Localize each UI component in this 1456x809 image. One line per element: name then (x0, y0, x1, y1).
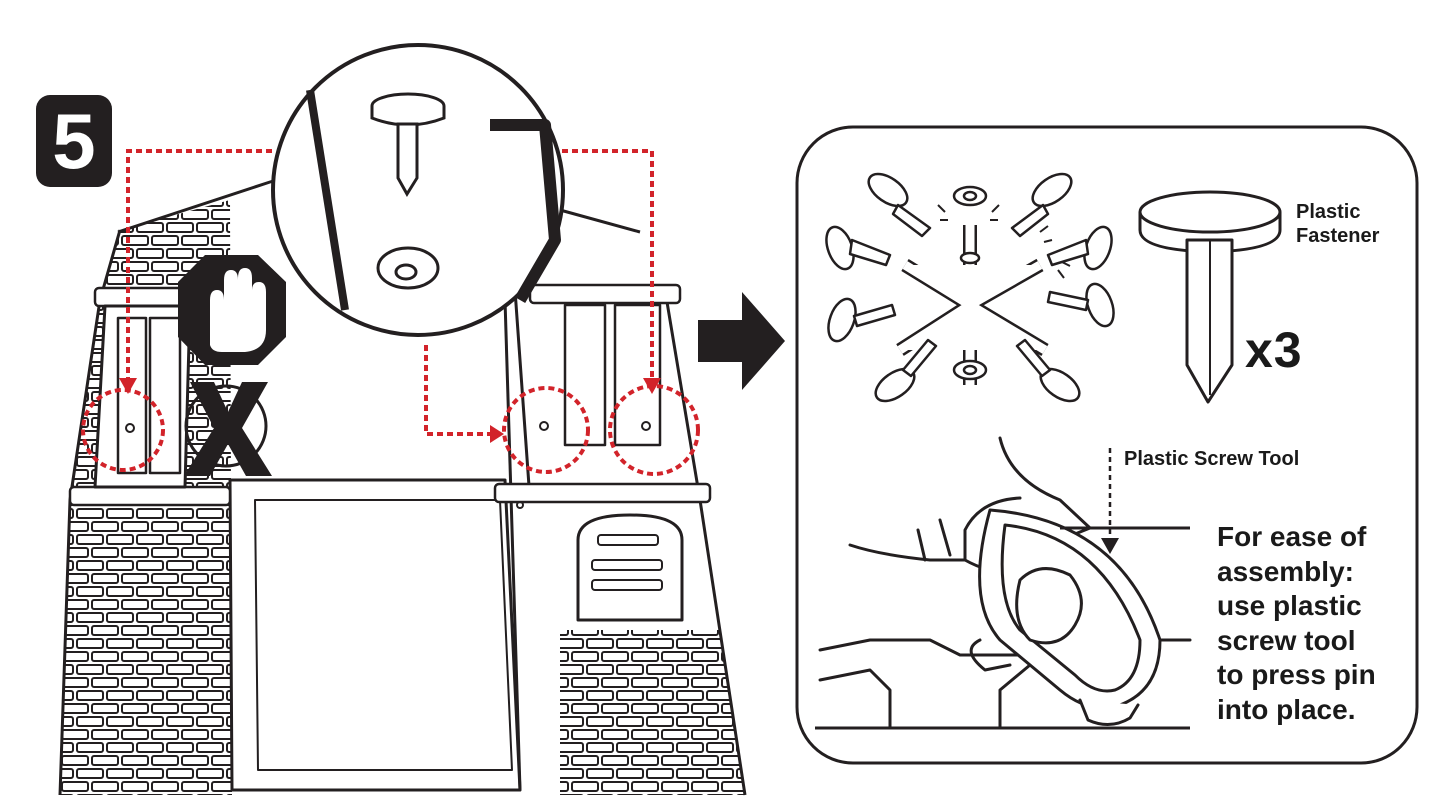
pin-hole-closeup (376, 246, 440, 290)
right-wall-edge (698, 499, 747, 796)
magnifier-callout (271, 43, 565, 337)
bottom-rail-right (493, 482, 712, 504)
sprue-pin (1046, 282, 1115, 328)
sprue-pin (1010, 172, 1073, 238)
instruction-line: to press pin (1217, 659, 1376, 690)
door-panel (228, 478, 522, 792)
mailbox (576, 513, 684, 622)
sprue-pin (874, 338, 938, 403)
sprue-pin (1015, 338, 1081, 403)
hand-with-screw-tool (818, 436, 1192, 730)
plastic-fastener (1138, 190, 1282, 404)
sprue-pin (1046, 225, 1113, 271)
fastener-pin-closeup (370, 92, 446, 197)
right-arrow-icon (698, 292, 785, 390)
sprue-pin (867, 172, 932, 238)
sprue-pin (825, 225, 892, 271)
left-wall-edge (58, 229, 122, 796)
fastener-sprue (825, 172, 1115, 403)
instruction-line: assembly: (1217, 555, 1354, 587)
target-circle-right (608, 384, 700, 476)
bottom-rail-left (68, 485, 232, 507)
right-window-frame (513, 288, 702, 502)
screw-tool-label: Plastic Screw Tool (1124, 448, 1300, 470)
instruction-line: For ease of (1217, 521, 1367, 552)
instruction-line: screw tool (1217, 624, 1356, 656)
stop-hand-icon (178, 255, 286, 365)
left-window-frame (93, 304, 192, 489)
top-rail-right (528, 283, 682, 305)
instruction-line: into place. (1217, 693, 1356, 725)
quantity-label: x3 (1245, 322, 1303, 378)
target-circle-left (81, 388, 165, 472)
sprue-pin (827, 297, 897, 343)
snap-off-marks (937, 204, 1071, 279)
x-mark-icon (184, 382, 272, 476)
target-circle-middle (502, 386, 590, 474)
fastener-label-line1: Plastic (1296, 201, 1361, 223)
step-number-badge: 5 (36, 95, 112, 187)
fastener-label-line2: Fastener (1296, 225, 1380, 247)
placement-guides (81, 149, 700, 476)
fastener-label: Plastic Fastener (1296, 200, 1379, 248)
guide-arrowheads (119, 378, 661, 443)
assembly-instruction: For ease of assembly: use plastic screw … (1217, 520, 1407, 727)
instruction-line: use plastic (1217, 590, 1362, 621)
